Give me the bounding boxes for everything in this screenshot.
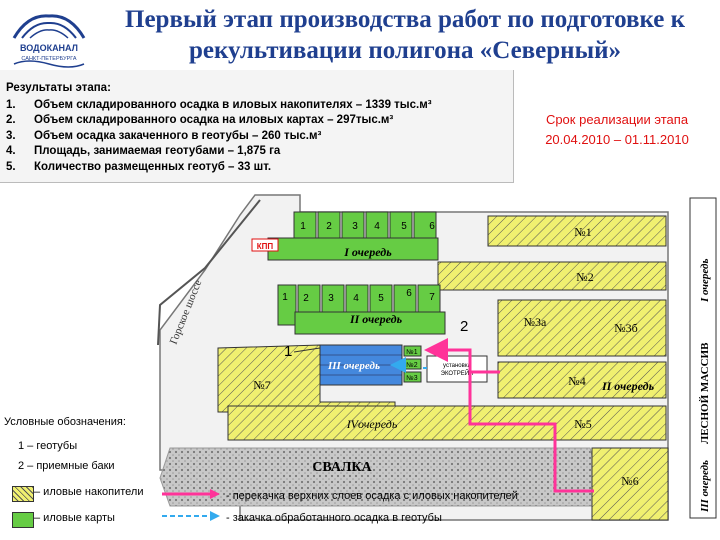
forest-queue-3-label: III очередь <box>699 460 711 513</box>
queue-2-cell-label: 6 <box>406 288 412 299</box>
marker-2: 2 <box>460 318 468 335</box>
storage-no1-label: №1 <box>574 225 591 239</box>
queue-1-cell-label: 3 <box>352 221 358 232</box>
queue-2-strip <box>294 311 446 335</box>
vodokanal-logo: ВОДОКАНАЛ САНКТ-ПЕТЕРБУРГА <box>12 14 86 68</box>
legend-pink-arrow <box>162 489 220 499</box>
storage-no6-label: №6 <box>621 474 638 488</box>
storage-no2-label: №2 <box>576 270 593 284</box>
results-item: 2.Объем складированного осадка на иловых… <box>6 114 394 127</box>
queue-4-label: IVочередь <box>346 417 398 431</box>
legend-tanks: 2 – приемные баки <box>18 460 115 472</box>
tank-no3 <box>403 371 422 383</box>
legend-blue-text: - закачка обработанного осадка в геотубы <box>226 512 442 524</box>
storage-no3a-label: №3а <box>524 315 547 329</box>
results-heading: Результаты этапа: <box>6 82 111 94</box>
queue-1-cell-label: 5 <box>401 221 407 232</box>
queue-1-label: I очередь <box>343 245 392 259</box>
storage-no3 <box>497 299 667 357</box>
legend-swatch-storage <box>12 486 34 502</box>
tank-label: №2 <box>406 362 418 369</box>
legend-storage: – иловые накопители <box>34 486 144 498</box>
tank-label: №1 <box>406 349 418 356</box>
forest-strip <box>689 197 717 519</box>
queue-2-cell-label: 7 <box>429 292 435 303</box>
forest-label: ЛЕСНОЙ МАССИВ <box>699 342 711 444</box>
legend-blue-arrow <box>162 511 220 521</box>
storage-no6 <box>591 447 669 521</box>
dump-label: СВАЛКА <box>312 460 372 475</box>
ecotrain-installation <box>426 355 488 383</box>
results-panel: Результаты этапа: 1.Объем складированног… <box>0 70 514 183</box>
legend-swatch-cards <box>12 512 34 528</box>
logo-text-main: ВОДОКАНАЛ <box>20 43 78 53</box>
storage-no2 <box>437 261 667 291</box>
marker-1: 1 <box>284 343 292 360</box>
results-item: 5.Количество размещенных геотуб – 33 шт. <box>6 160 272 173</box>
storage-no5 <box>227 405 667 441</box>
results-item: 3.Объем осадка закаченного в геотубы – 2… <box>6 129 322 142</box>
forest-labels: III очередь ЛЕСНОЙ МАССИВ I очередь <box>699 259 711 514</box>
results-list: 1.Объем складированного осадка в иловых … <box>6 98 432 175</box>
stage-term: Срок реализации этапа 20.04.2010 – 01.11… <box>517 110 717 150</box>
ecotrain-label-1: установка <box>443 363 472 369</box>
logo-text-sub: САНКТ-ПЕТЕРБУРГА <box>21 56 76 62</box>
checkpoint-box <box>251 238 279 252</box>
marker-1-line <box>293 347 321 353</box>
storage-no7-label: №7 <box>253 378 270 392</box>
results-item: 4.Площадь, занимаемая геотубами – 1,875 … <box>6 145 281 158</box>
tank-no1 <box>403 345 422 357</box>
queue-3-label: III очередь <box>327 360 380 372</box>
storage-no4 <box>497 361 667 399</box>
legend-title: Условные обозначения: <box>4 416 126 428</box>
queue-2-cell-label: 1 <box>282 292 288 303</box>
tank-label: №3 <box>406 375 418 382</box>
checkpoint-label: КПП <box>257 242 274 251</box>
storage-no4-label: №4 <box>568 374 585 388</box>
highway-line <box>157 199 261 346</box>
storage-no5-label: №5 <box>574 417 591 431</box>
stage-term-label: Срок реализации этапа <box>545 112 689 127</box>
queue-2-cell <box>277 284 297 326</box>
queue-2-cell-label: 3 <box>328 293 334 304</box>
stage-term-dates: 20.04.2010 – 01.11.2010 <box>545 132 689 147</box>
queue-1-cell-label: 6 <box>429 221 435 232</box>
queue-1-cell-label: 2 <box>326 221 332 232</box>
legend-geotubes: 1 – геотубы <box>18 440 78 452</box>
queue-2-cell-label: 5 <box>378 293 384 304</box>
storage-no4-queue-label: II очередь <box>601 379 655 393</box>
legend-pink-text: - перекачка верхних слоев осадка с иловы… <box>226 490 518 502</box>
ecotrain-label-2: ЭКОТРЕЙН <box>441 369 474 377</box>
queue-2-cell-label: 4 <box>353 293 359 304</box>
queue-2-cells: 1 2 3 4 5 6 7 II очередь <box>277 284 446 335</box>
storage-no3b-label: №3б <box>614 321 638 335</box>
page-title: Первый этап производства работ по подгот… <box>125 6 685 64</box>
storage-no1 <box>487 215 667 247</box>
queue-1-cell-label: 1 <box>300 221 306 232</box>
results-item: 1.Объем складированного осадка в иловых … <box>6 99 432 111</box>
legend-cards: – иловые карты <box>34 512 115 524</box>
queue-1-cell-label: 4 <box>374 221 380 232</box>
queue-2-label: II очередь <box>349 312 403 326</box>
pumping-line-pink <box>424 338 594 493</box>
queue-1-cells: 1 2 3 4 5 6 I очередь <box>267 211 439 261</box>
forest-queue-1-label: I очередь <box>699 259 711 304</box>
queue-2-cell-label: 2 <box>303 293 309 304</box>
